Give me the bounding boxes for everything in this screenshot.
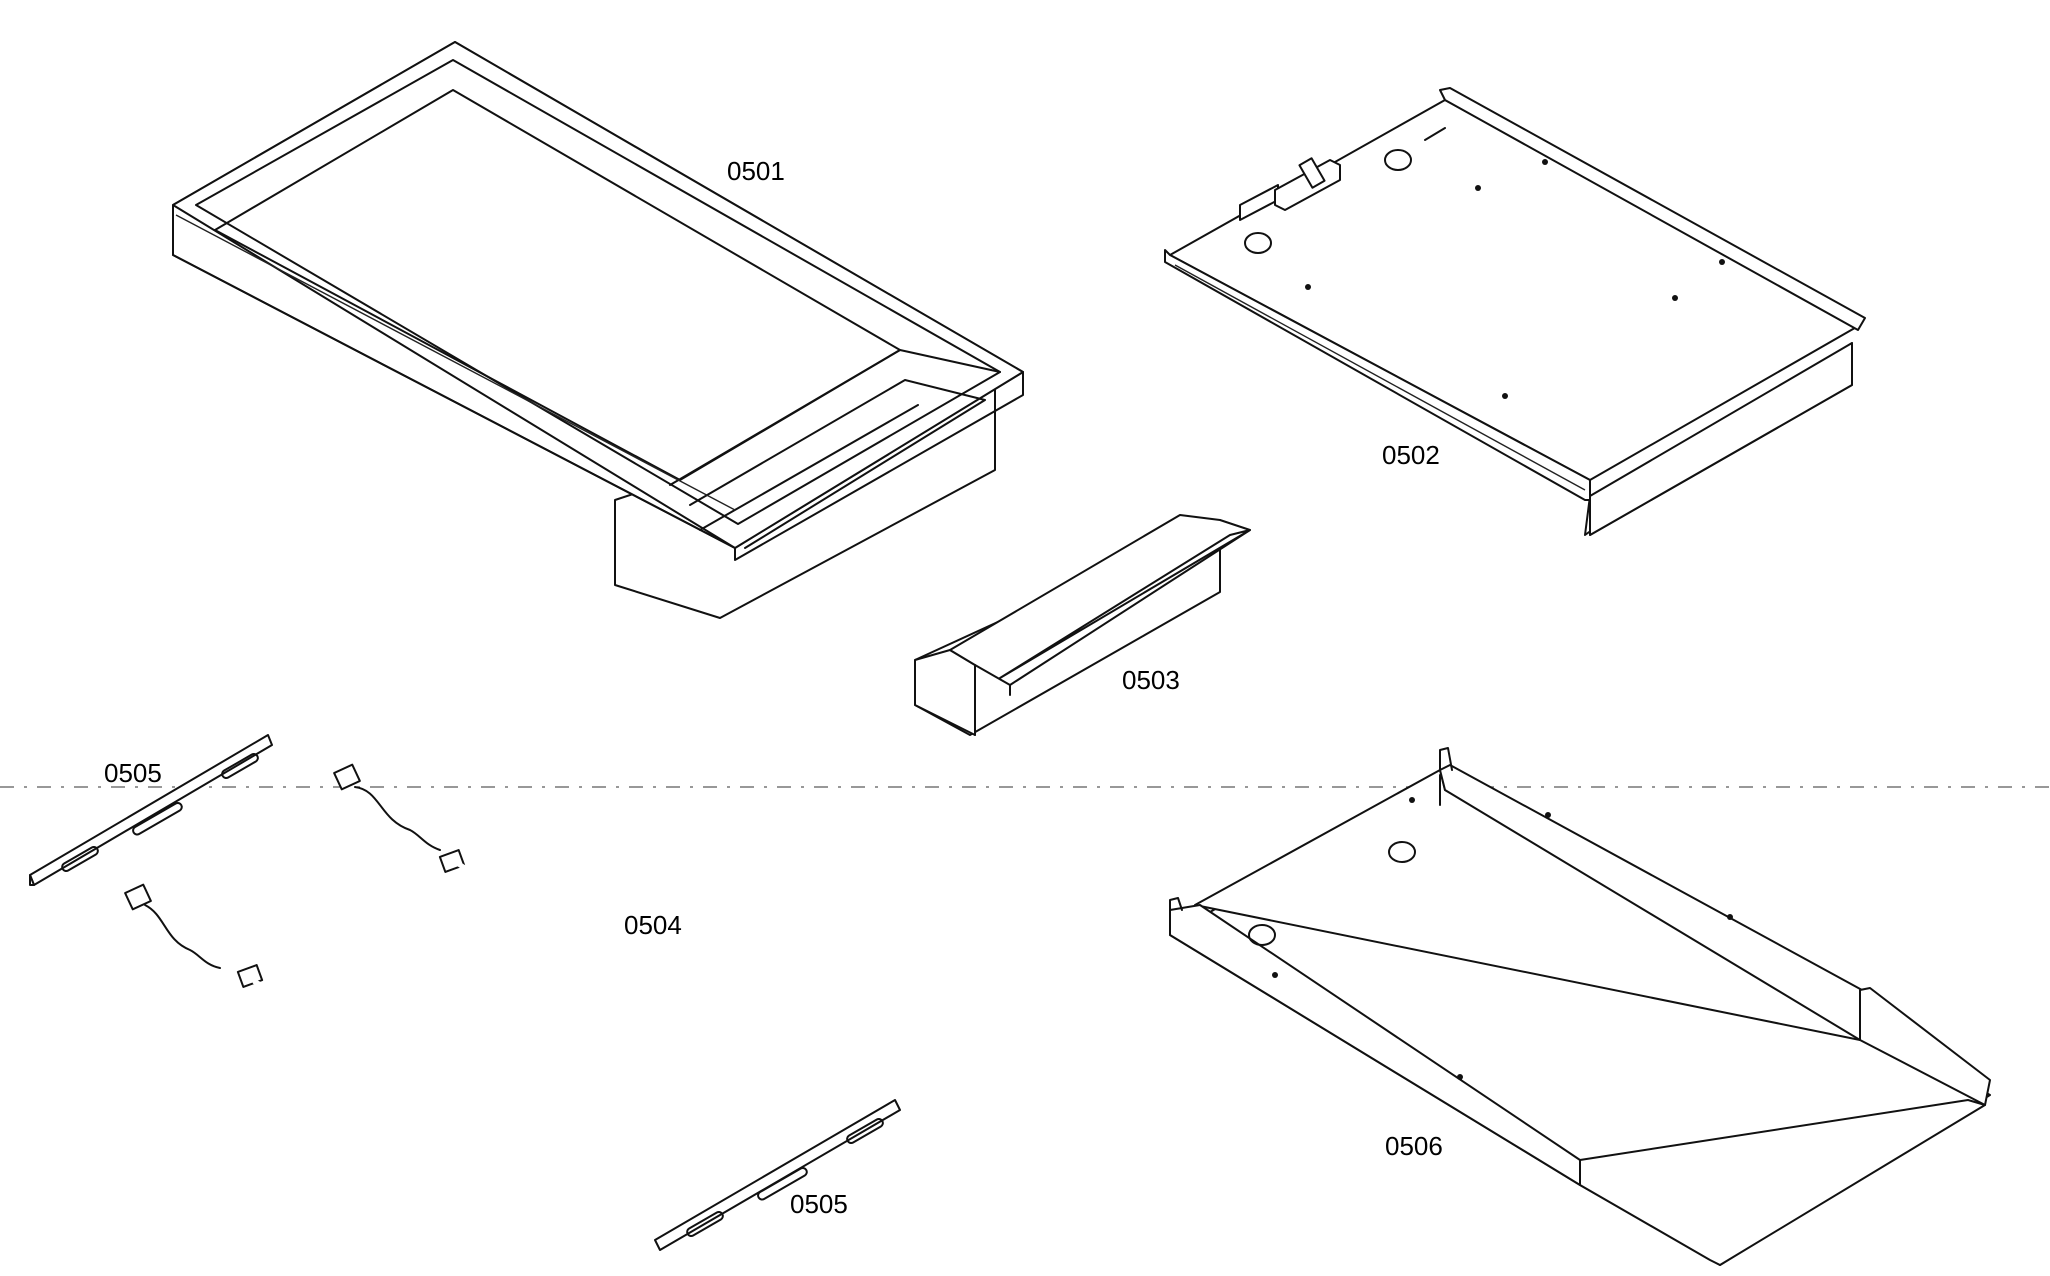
- part-0505-bracket-bottom: [654, 1099, 901, 1251]
- label-0501: 0501: [727, 156, 785, 186]
- label-0503: 0503: [1122, 665, 1180, 695]
- part-0505-bracket-top: [29, 734, 273, 886]
- part-0501-tray: [172, 41, 1024, 619]
- part-0504-heating-element: [124, 763, 837, 1170]
- label-0505-bottom: 0505: [790, 1189, 848, 1219]
- label-0502: 0502: [1382, 440, 1440, 470]
- label-0504: 0504: [624, 910, 682, 940]
- part-0503-channel: [914, 514, 1251, 736]
- part-0502-frame: [1164, 87, 1866, 536]
- part-0506-base-pan: [1169, 747, 1991, 1266]
- label-0505-top: 0505: [104, 758, 162, 788]
- label-0506: 0506: [1385, 1131, 1443, 1161]
